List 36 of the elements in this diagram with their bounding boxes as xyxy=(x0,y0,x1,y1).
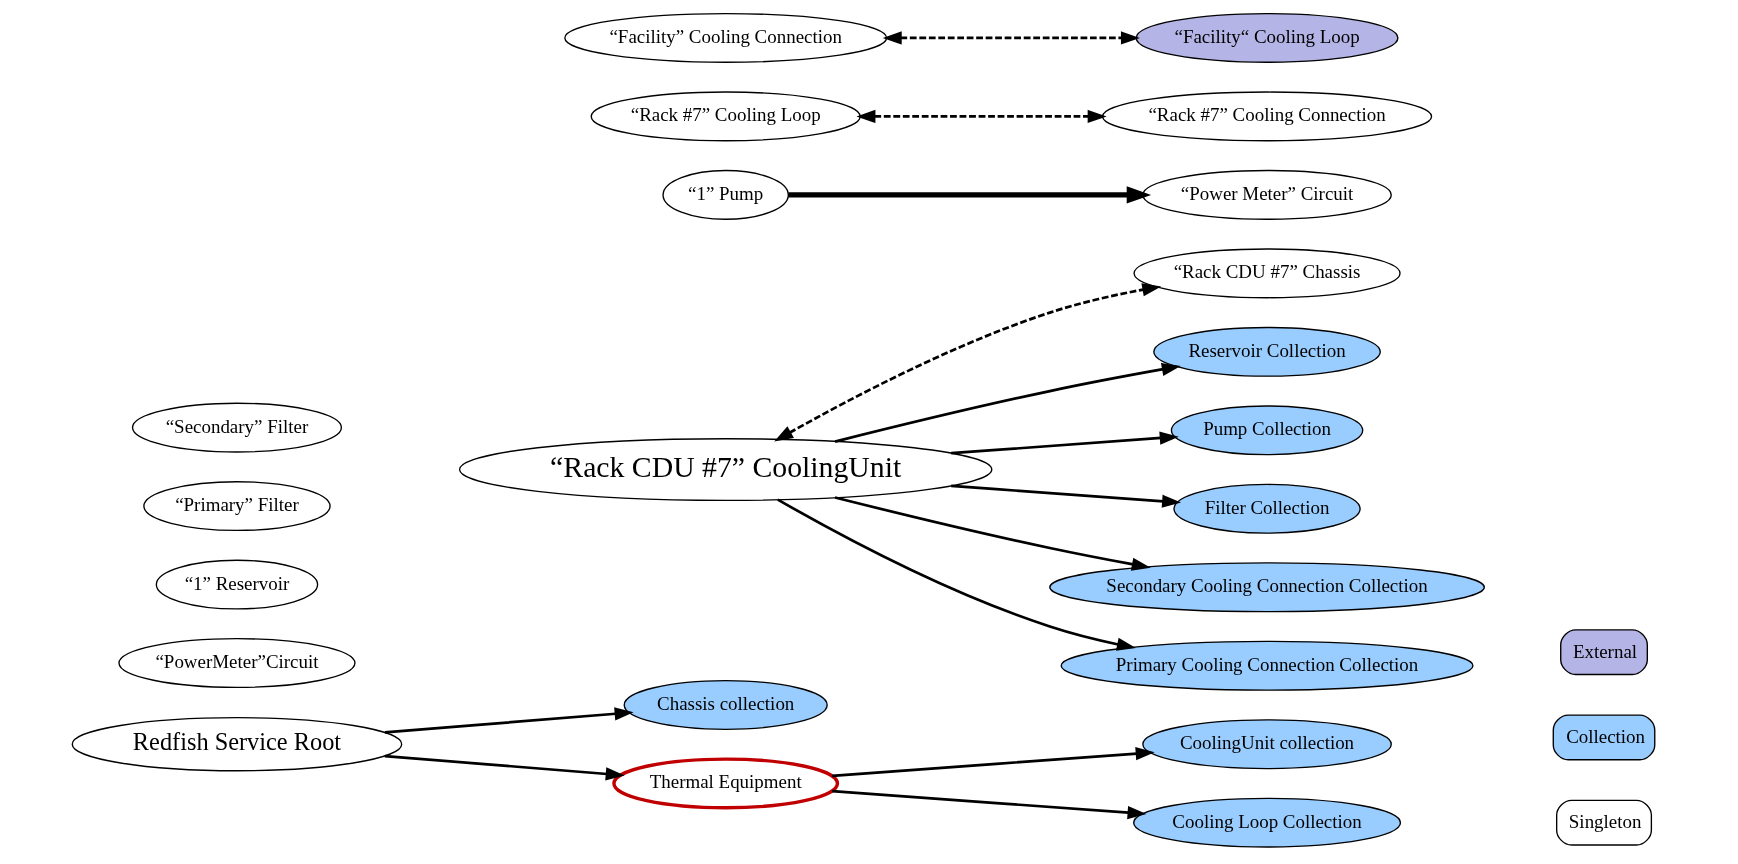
arrow xyxy=(777,498,1136,651)
node-ellipse: Thermal Equipment xyxy=(612,757,840,810)
node-ellipse: Primary Cooling Connection Collection xyxy=(1060,640,1474,691)
node-ellipse: “Power Meter” Circuit xyxy=(1142,169,1392,220)
node-ellipse: “Secondary” Filter xyxy=(131,402,343,453)
node-ellipse: Secondary Cooling Connection Collection xyxy=(1049,562,1485,613)
legend-label: External xyxy=(1572,640,1638,662)
node-ellipse: “Rack #7” Cooling Connection xyxy=(1101,91,1433,142)
node-ellipse: “Primary” Filter xyxy=(143,481,331,532)
node-ellipse: CoolingUnit collection xyxy=(1142,719,1392,770)
arrow xyxy=(774,283,1162,442)
arrow xyxy=(788,186,1152,204)
node-ellipse: “Rack #7” Cooling Loop xyxy=(590,91,861,142)
node-ellipse: Filter Collection xyxy=(1173,483,1361,534)
node-ellipse: Cooling Loop Collection xyxy=(1133,797,1402,848)
arrow xyxy=(384,754,625,781)
arrow xyxy=(856,109,1107,124)
legend-label: Collection xyxy=(1566,726,1646,748)
arrow xyxy=(384,707,634,734)
node-ellipse: Chassis collection xyxy=(623,679,828,730)
node-ellipse: “Facility“ Cooling Loop xyxy=(1135,12,1399,63)
node-ellipse: “Facility” Cooling Connection xyxy=(564,12,888,63)
arrow xyxy=(832,747,1155,778)
arrow xyxy=(951,484,1182,508)
arrow xyxy=(834,496,1151,571)
node-ellipse: Redfish Service Root xyxy=(71,717,403,772)
arrow xyxy=(832,789,1147,820)
node-ellipse: “Rack CDU #7” CoolingUnit xyxy=(458,438,993,501)
node-ellipse: “PowerMeter”Circuit xyxy=(118,638,356,689)
legend-label: Singleton xyxy=(1568,811,1642,833)
arrow xyxy=(882,31,1140,45)
node-ellipse: “1” Reservoir xyxy=(155,559,319,610)
arrow xyxy=(834,362,1181,443)
node-ellipse: “1” Pump xyxy=(662,169,789,220)
node-ellipse: Pump Collection xyxy=(1170,405,1364,456)
arrow xyxy=(951,431,1179,455)
